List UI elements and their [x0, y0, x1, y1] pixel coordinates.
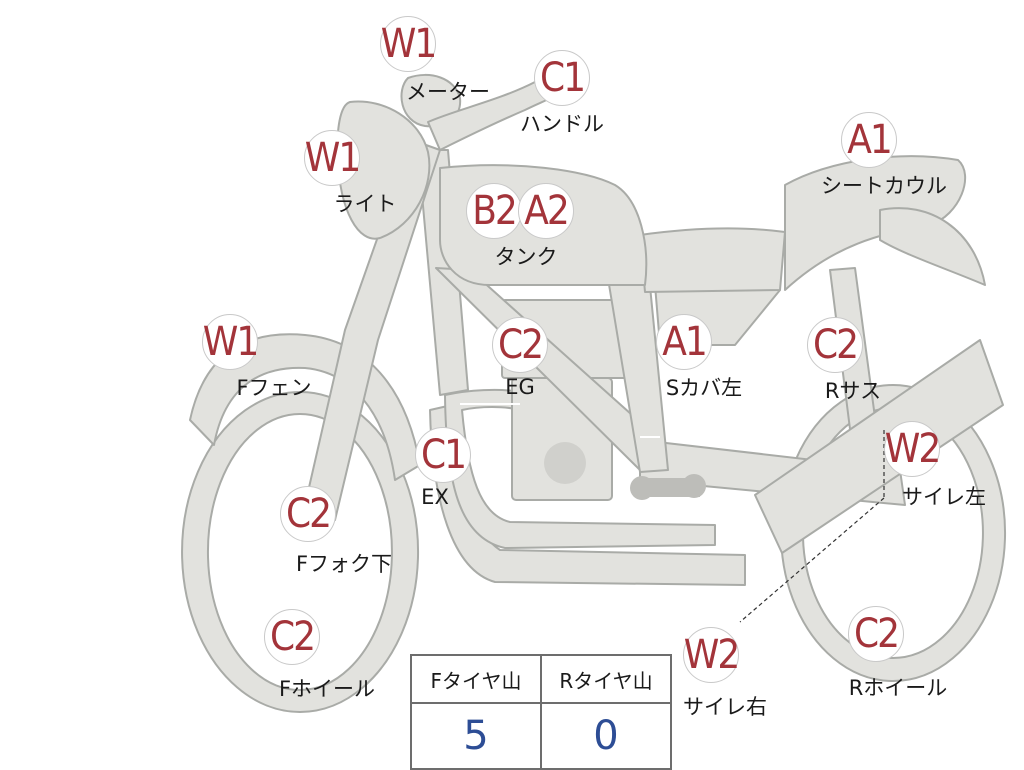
rear-tread-header: Rタイヤ山 [540, 654, 672, 704]
engine-cover-circle [544, 442, 586, 484]
marker-circle [656, 314, 712, 370]
marker-circle [304, 130, 360, 186]
marker-circle [518, 183, 574, 239]
marker-circle [848, 606, 904, 662]
marker-circle [492, 317, 548, 373]
part-label: EG [505, 375, 535, 399]
part-label: サイレ右 [683, 695, 767, 719]
grade-label: W1 [202, 319, 259, 365]
part-label: シートカウル [821, 174, 947, 198]
front-tread-header: Fタイヤ山 [410, 654, 542, 704]
grade-label: A1 [847, 117, 893, 163]
grade-label: A1 [662, 319, 708, 365]
grade-label: C2 [853, 611, 900, 657]
part-label: Rサス [824, 379, 882, 403]
marker-circle [683, 627, 739, 683]
leader-line-silencer-right [739, 497, 885, 623]
grade-label: C2 [497, 322, 544, 368]
marker-circle [534, 50, 590, 106]
marker-circle [884, 421, 940, 477]
marker-circle [280, 486, 336, 542]
rear-tail-shape [879, 207, 986, 286]
part-label: サイレ左 [902, 485, 986, 509]
part-label: Fフェン [236, 376, 312, 400]
grade-label: B2 [472, 188, 518, 234]
part-label: Sカバ左 [665, 376, 743, 400]
marker-circle [841, 112, 897, 168]
marker-circle [380, 16, 436, 72]
grade-label: W1 [380, 21, 437, 67]
grade-label: W2 [884, 426, 941, 472]
grade-label: C2 [269, 614, 316, 660]
part-label: Fフォク下 [295, 552, 393, 576]
seat-shape [639, 227, 786, 293]
part-label: ハンドル [520, 112, 604, 136]
grade-label: C2 [285, 491, 332, 537]
grade-label: C2 [812, 322, 859, 368]
part-label: ライト [333, 192, 397, 216]
rear-tread-value: 0 [540, 702, 672, 770]
grade-label: C1 [539, 55, 586, 101]
marker-circle [264, 609, 320, 665]
grade-label: C1 [420, 432, 467, 478]
tread-header-row: Fタイヤ山 Rタイヤ山 [410, 654, 672, 704]
grade-label: W2 [683, 632, 740, 678]
part-label: メーター [406, 80, 490, 104]
front-tread-value: 5 [410, 702, 542, 770]
grade-label: W1 [304, 135, 361, 181]
muffler-shape [754, 339, 1004, 554]
part-label: EX [421, 485, 449, 509]
grade-label: A2 [524, 188, 570, 234]
tread-value-row: 5 0 [410, 702, 672, 770]
marker-circle [415, 427, 471, 483]
part-label: Rホイール [848, 676, 948, 700]
tire-tread-table: Fタイヤ山 Rタイヤ山 5 0 [410, 654, 672, 770]
marker-circle [807, 317, 863, 373]
part-label: タンク [494, 245, 558, 269]
marker-circle [202, 314, 258, 370]
part-label: Fホイール [278, 677, 376, 701]
